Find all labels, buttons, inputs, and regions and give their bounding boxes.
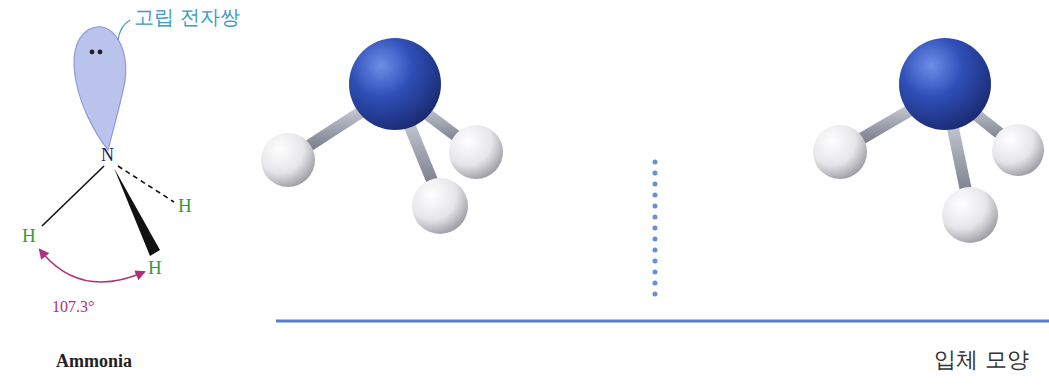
angle-arc	[40, 250, 144, 282]
atom-symbol: H	[22, 226, 36, 247]
leader-line	[118, 20, 130, 40]
atom-symbol: H	[148, 258, 162, 279]
electron-dot	[90, 50, 95, 55]
atom-symbol: N	[101, 146, 114, 166]
bond-angle: 107.3°	[52, 298, 94, 316]
ball-and-stick-model	[261, 38, 503, 234]
bond-line	[42, 166, 104, 226]
ball-and-stick-model	[813, 38, 1044, 243]
dotted-divider	[653, 162, 658, 302]
molecule-name: Ammonia	[56, 352, 132, 372]
electron-dot	[98, 50, 103, 55]
wedge-bond	[114, 168, 160, 256]
lone-pair-lobe	[74, 27, 126, 150]
divider-line	[276, 320, 1049, 323]
section-label: 입체 모양	[934, 348, 1029, 372]
callout-label: 고립 전자쌍	[134, 6, 240, 28]
atom-symbol: H	[178, 196, 192, 217]
